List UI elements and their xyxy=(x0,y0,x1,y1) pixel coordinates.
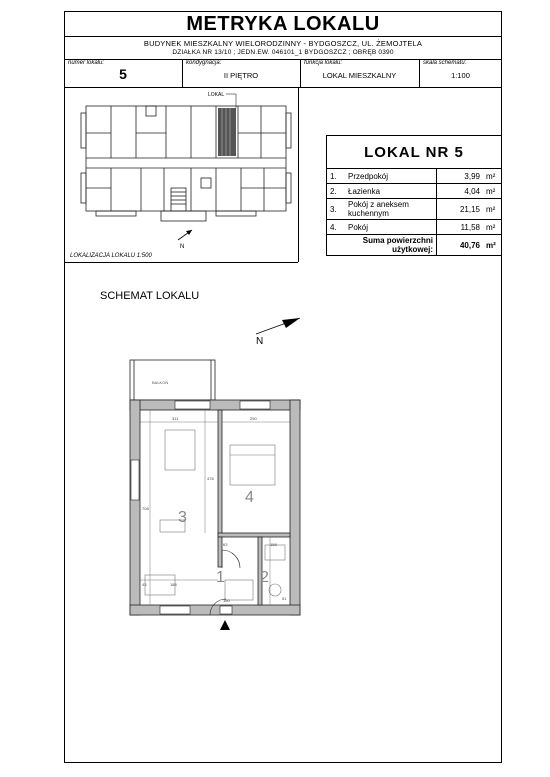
row-num: 1. xyxy=(326,168,345,184)
row-name: Pokój xyxy=(345,219,437,235)
divider xyxy=(298,87,299,262)
row-unit: m² xyxy=(483,168,502,184)
page-title: METRYKA LOKALU xyxy=(186,13,380,35)
sum-area: 40,76 xyxy=(436,234,483,256)
divider xyxy=(64,87,502,88)
row-area: 11,58 xyxy=(436,219,483,235)
scale-label: skala schematu: xyxy=(423,60,467,66)
row-num: 4. xyxy=(326,219,345,235)
location-caption: LOKALIZACJA LOKALU 1:500 xyxy=(70,253,152,259)
function-value: LOKAL MIESZKALNY xyxy=(322,71,397,80)
north-label-small: N xyxy=(180,244,184,250)
dim-63: 63 xyxy=(223,542,228,547)
row-area: 21,15 xyxy=(436,198,483,220)
table-row: 3. Pokój z aneksem kuchennym 21,15 m² xyxy=(326,198,502,220)
divider xyxy=(182,59,183,87)
row-unit: m² xyxy=(483,219,502,235)
north-arrow: N xyxy=(255,317,301,347)
schemat-title: SCHEMAT LOKALU xyxy=(100,290,200,302)
dim-311: 311 xyxy=(172,416,179,421)
divider xyxy=(419,59,420,87)
location-plan: LOKAL xyxy=(80,92,292,250)
row-num: 2. xyxy=(326,183,345,199)
document-frame xyxy=(64,11,502,763)
room-2-number: 2 xyxy=(260,569,269,586)
dim-150: 150 xyxy=(223,598,230,603)
dim-188: 188 xyxy=(170,582,177,587)
room-4-number: 4 xyxy=(245,489,254,506)
unit-number-label: numer lokalu: xyxy=(68,60,105,66)
rooms-table: LOKAL NR 5 1. Przedpokój 3,99 m² 2. Łazi… xyxy=(326,135,502,256)
scale-value: 1:100 xyxy=(451,71,470,80)
sum-unit: m² xyxy=(483,234,502,256)
row-num: 3. xyxy=(326,198,345,220)
floor-plan: BALKON xyxy=(129,359,301,630)
dim-158: 158 xyxy=(270,542,277,547)
divider xyxy=(64,59,502,60)
balcony-label: BALKON xyxy=(152,380,168,385)
row-unit: m² xyxy=(483,183,502,199)
dim-43: 43 xyxy=(142,582,147,587)
sum-label: Suma powierzchni użytkowej: xyxy=(326,234,437,256)
table-row: 1. Przedpokój 3,99 m² xyxy=(326,168,502,184)
row-name: Pokój z aneksem kuchennym xyxy=(345,198,437,220)
floor-value: II PIĘTRO xyxy=(223,71,259,80)
lokal-tag: LOKAL xyxy=(208,92,224,98)
building-subtitle: BUDYNEK MIESZKALNY WIELORODZINNY - BYDGO… xyxy=(143,39,423,48)
table-row: 4. Pokój 11,58 m² xyxy=(326,219,502,235)
table-row: 2. Łazienka 4,04 m² xyxy=(326,183,502,199)
table-sum-row: Suma powierzchni użytkowej: 40,76 m² xyxy=(326,234,502,256)
row-name: Przedpokój xyxy=(345,168,437,184)
dim-51: 51 xyxy=(282,596,287,601)
unit-number: 5 xyxy=(119,66,127,82)
dim-708: 708 xyxy=(142,506,149,511)
row-unit: m² xyxy=(483,198,502,220)
row-area: 3,99 xyxy=(436,168,483,184)
function-label: funkcja lokalu: xyxy=(304,60,343,66)
divider xyxy=(64,36,502,37)
table-title: LOKAL NR 5 xyxy=(326,135,502,169)
room-3-number: 3 xyxy=(178,509,187,526)
north-label: N xyxy=(256,336,263,347)
dim-478: 478 xyxy=(207,476,214,481)
divider xyxy=(64,262,298,263)
dim-250: 250 xyxy=(250,416,257,421)
floor-label: kondygnacja: xyxy=(186,60,222,66)
row-name: Łazienka xyxy=(345,183,437,199)
parcel-line: DZIAŁKA NR 13/10 ; JEDN.EW. 046101_1 BYD… xyxy=(172,49,394,56)
room-1-number: 1 xyxy=(216,569,225,586)
divider xyxy=(300,59,301,87)
row-area: 4,04 xyxy=(436,183,483,199)
